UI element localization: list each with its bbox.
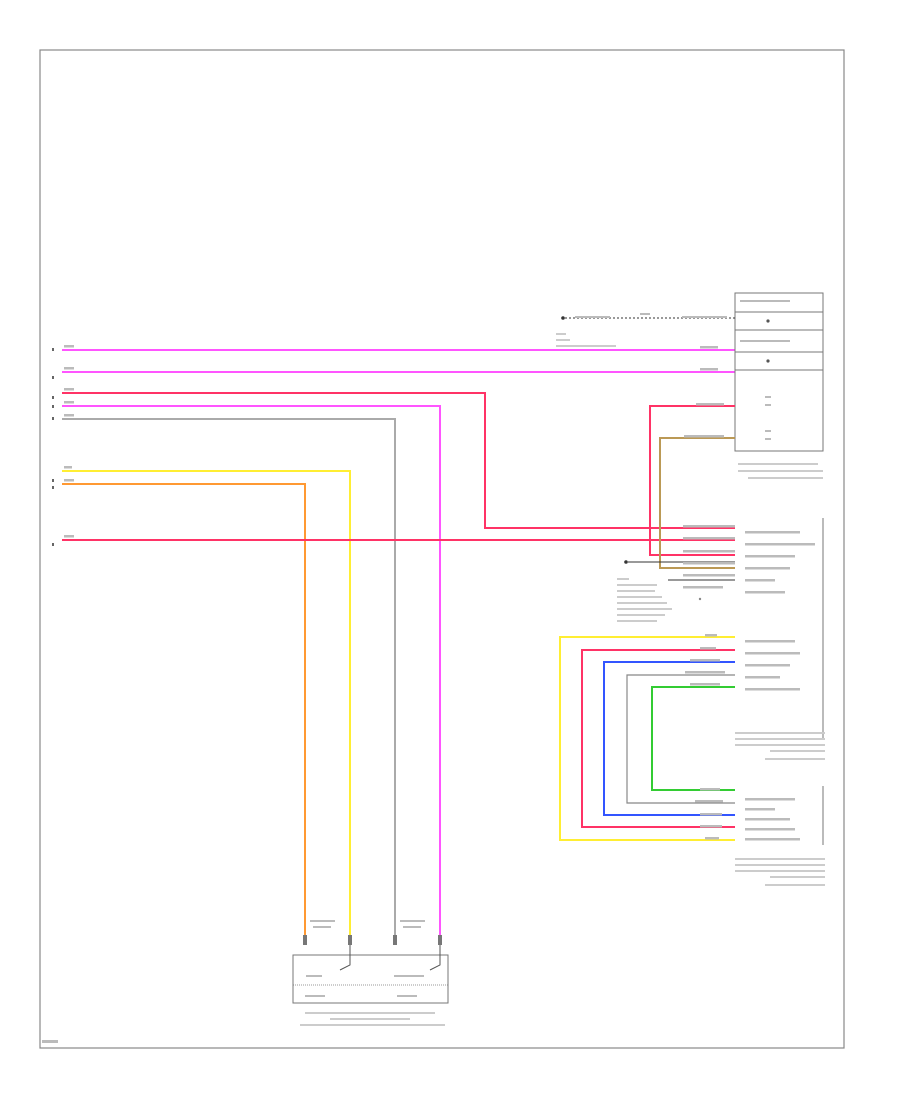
wire-red-3 bbox=[62, 392, 735, 529]
page-code-mark bbox=[42, 1040, 58, 1043]
connector-c1 bbox=[617, 518, 824, 740]
wire-pink-4 bbox=[62, 405, 441, 935]
wire-yellow-6 bbox=[62, 470, 351, 935]
wire-orange-7 bbox=[62, 483, 306, 935]
connector-c3 bbox=[695, 786, 825, 886]
module-wire-tags bbox=[684, 346, 724, 438]
left-pin-markers bbox=[52, 348, 54, 546]
left-wire-tags bbox=[64, 345, 74, 538]
left-wire-bundle bbox=[62, 349, 735, 935]
wire-gray-5 bbox=[62, 418, 396, 935]
bottom-module bbox=[292, 920, 449, 1026]
connector-c2 bbox=[559, 634, 825, 841]
relay-module bbox=[734, 292, 824, 452]
top-feed-wire bbox=[556, 313, 735, 347]
diagram-frame bbox=[39, 49, 845, 1049]
module-feed-wires bbox=[624, 405, 735, 581]
relay-module-caption bbox=[738, 463, 823, 479]
